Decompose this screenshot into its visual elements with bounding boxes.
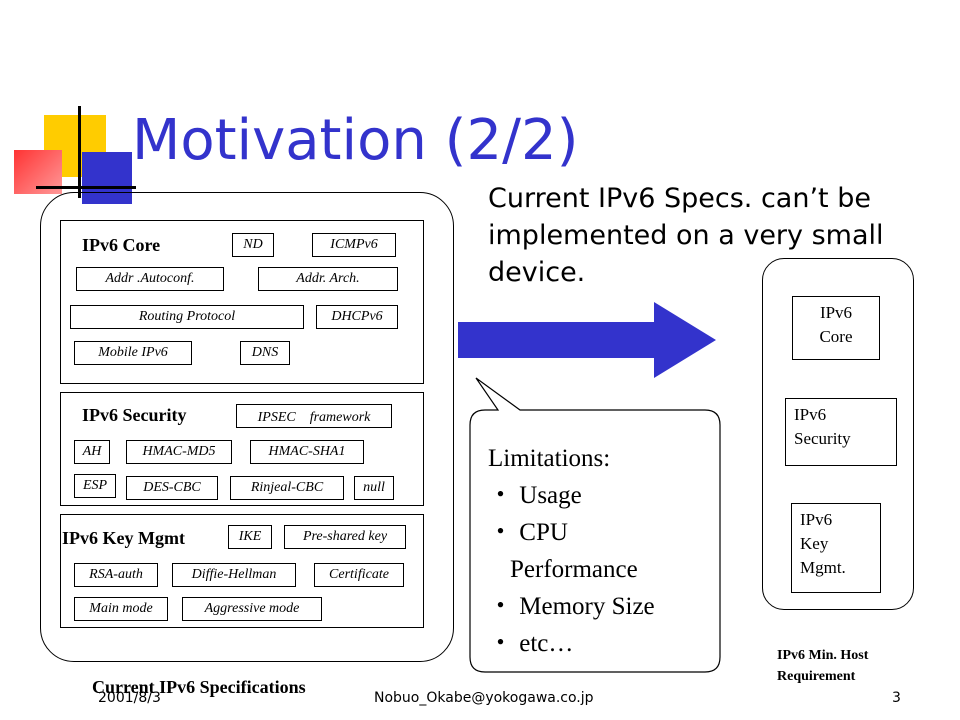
spec-item-null: null bbox=[354, 476, 394, 500]
deco-horizontal-line bbox=[36, 186, 136, 189]
limitation-item-performance: Performance bbox=[510, 556, 638, 583]
bullet-icon: ・ bbox=[488, 482, 514, 509]
spec-item-addr-autoconf: Addr .Autoconf. bbox=[76, 267, 224, 291]
spec-item-main-mode: Main mode bbox=[74, 597, 168, 621]
spec-item-addr-arch: Addr. Arch. bbox=[258, 267, 398, 291]
spec-item-aggressive-mode: Aggressive mode bbox=[182, 597, 322, 621]
ipv6-security-title: IPv6 Security bbox=[82, 405, 187, 425]
deco-blue-square bbox=[82, 152, 132, 204]
current-specs-panel bbox=[40, 192, 454, 662]
current-specs-caption: Current IPv6 Specifications bbox=[92, 677, 306, 697]
spec-item-ike: IKE bbox=[228, 525, 272, 549]
spec-item-routing-protocol: Routing Protocol bbox=[70, 305, 304, 329]
slide-title: Motivation (2/2) bbox=[132, 108, 579, 173]
spec-item-icmpv6: ICMPv6 bbox=[312, 233, 396, 257]
limitations-list: Limitations: ・ Usage ・ CPU Performance ・… bbox=[488, 440, 655, 662]
spec-item-ipsec-framework: IPSEC framework bbox=[236, 404, 392, 428]
min-ipv6-core-box: IPv6 Core bbox=[792, 296, 880, 360]
limitations-heading: Limitations: bbox=[488, 445, 611, 472]
deco-vertical-line bbox=[78, 106, 81, 198]
min-ipv6-security-box: IPv6 Security bbox=[785, 398, 897, 466]
ipv6-keymgmt-title: IPv6 Key Mgmt bbox=[62, 528, 185, 548]
spec-item-des-cbc: DES-CBC bbox=[126, 476, 218, 500]
limitation-item-usage: ・ Usage bbox=[488, 482, 582, 509]
spec-item-hmac-md5: HMAC-MD5 bbox=[126, 440, 232, 464]
footer-page-number: 3 bbox=[892, 690, 901, 706]
spec-item-rsa-auth: RSA-auth bbox=[74, 563, 158, 587]
spec-item-certificate: Certificate bbox=[314, 563, 404, 587]
spec-item-rinjeal-cbc: Rinjeal-CBC bbox=[230, 476, 344, 500]
limitation-item-cpu: ・ CPU bbox=[488, 519, 568, 546]
footer-date: 2001/8/3 bbox=[98, 690, 161, 706]
spec-item-ah: AH bbox=[74, 440, 110, 464]
spec-item-pre-shared-key: Pre-shared key bbox=[284, 525, 406, 549]
spec-item-diffie-hellman: Diffie-Hellman bbox=[172, 563, 296, 587]
bullet-icon: ・ bbox=[488, 630, 514, 657]
spec-item-dns: DNS bbox=[240, 341, 290, 365]
min-host-panel bbox=[762, 258, 914, 610]
limitation-item-memory-size: ・ Memory Size bbox=[488, 593, 655, 620]
spec-item-mobile-ipv6: Mobile IPv6 bbox=[74, 341, 192, 365]
spec-item-esp: ESP bbox=[74, 474, 116, 498]
bullet-icon: ・ bbox=[488, 593, 514, 620]
ipv6-core-title: IPv6 Core bbox=[82, 235, 161, 255]
min-ipv6-keymgmt-box: IPv6 Key Mgmt. bbox=[791, 503, 881, 593]
limitation-item-etc: ・ etc… bbox=[488, 630, 574, 657]
slide-note: Current IPv6 Specs. can’t be implemented… bbox=[488, 183, 884, 288]
min-host-caption: IPv6 Min. Host Requirement bbox=[777, 648, 869, 684]
spec-item-nd: ND bbox=[232, 233, 274, 257]
footer-author: Nobuo_Okabe@yokogawa.co.jp bbox=[374, 690, 594, 706]
spec-item-dhcpv6: DHCPv6 bbox=[316, 305, 398, 329]
spec-item-hmac-sha1: HMAC-SHA1 bbox=[250, 440, 364, 464]
bullet-icon: ・ bbox=[488, 519, 514, 546]
